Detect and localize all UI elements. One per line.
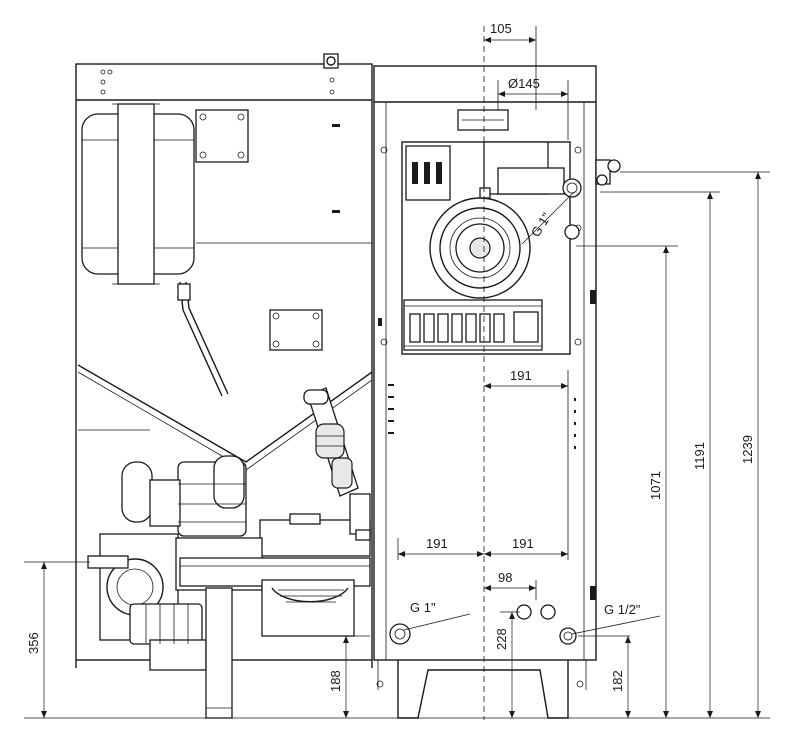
dim-191-upper: 191 xyxy=(510,368,532,383)
dim-191-right: 191 xyxy=(512,536,534,551)
dim-diameter-145: Ø145 xyxy=(508,76,540,91)
dim-182: 182 xyxy=(610,670,625,692)
control-panel xyxy=(380,141,582,355)
dim-1071: 1071 xyxy=(648,471,663,500)
dim-1239: 1239 xyxy=(740,435,755,464)
dim-105: 105 xyxy=(490,21,512,36)
hopper-motor-unit xyxy=(81,103,229,397)
auger-gear-motor xyxy=(121,455,371,557)
blower-motor xyxy=(129,587,233,719)
hopper-access-plate-upper xyxy=(195,109,249,163)
dim-1191: 1191 xyxy=(692,442,707,470)
thread-g1-upper: G 1" xyxy=(528,210,554,240)
dim-191-left: 191 xyxy=(426,536,448,551)
hopper-access-plate-lower xyxy=(269,309,323,351)
dim-356: 356 xyxy=(26,632,41,654)
outlet-fitting-top xyxy=(562,159,621,240)
boiler-legs xyxy=(376,660,587,719)
boiler-body xyxy=(373,65,597,661)
feed-auger-tube xyxy=(303,387,359,497)
dim-228: 228 xyxy=(494,628,509,650)
dim-98: 98 xyxy=(498,570,512,585)
hopper-legs xyxy=(75,660,373,668)
burner-head xyxy=(261,579,355,637)
thread-g1-2: G 1/2" xyxy=(604,602,641,617)
bottom-fittings xyxy=(349,493,577,645)
dim-188: 188 xyxy=(328,670,343,692)
thread-g1-lower: G 1" xyxy=(410,600,436,615)
